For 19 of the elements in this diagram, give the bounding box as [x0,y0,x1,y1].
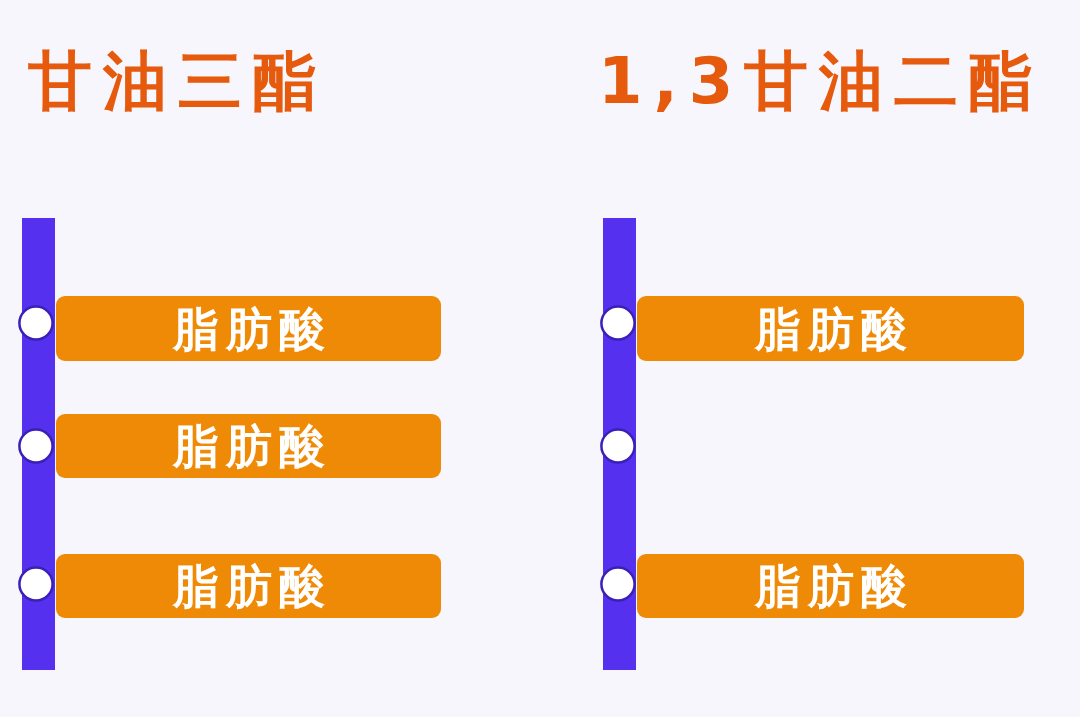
junction-circle [600,428,636,464]
block-label: 脂肪酸 [753,561,914,611]
backbone-bar [603,218,636,670]
junction-circle [18,305,54,341]
block-label: 脂肪酸 [171,421,332,471]
panel-title: 甘油三酯 [28,49,328,113]
fatty-acid-block [56,296,441,361]
block-label: 脂肪酸 [171,561,332,611]
junction-circle [600,566,636,602]
junction-circle [18,428,54,464]
fatty-acid-block [637,296,1024,361]
fatty-acid-block [56,554,441,618]
block-label: 脂肪酸 [753,303,914,354]
panel-title: 1,3甘油二酯 [598,49,1045,113]
block-label: 脂肪酸 [171,303,332,354]
junction-circle [18,566,54,602]
fatty-acid-block [56,414,441,478]
fatty-acid-block [637,554,1024,618]
junction-circle [600,305,636,341]
